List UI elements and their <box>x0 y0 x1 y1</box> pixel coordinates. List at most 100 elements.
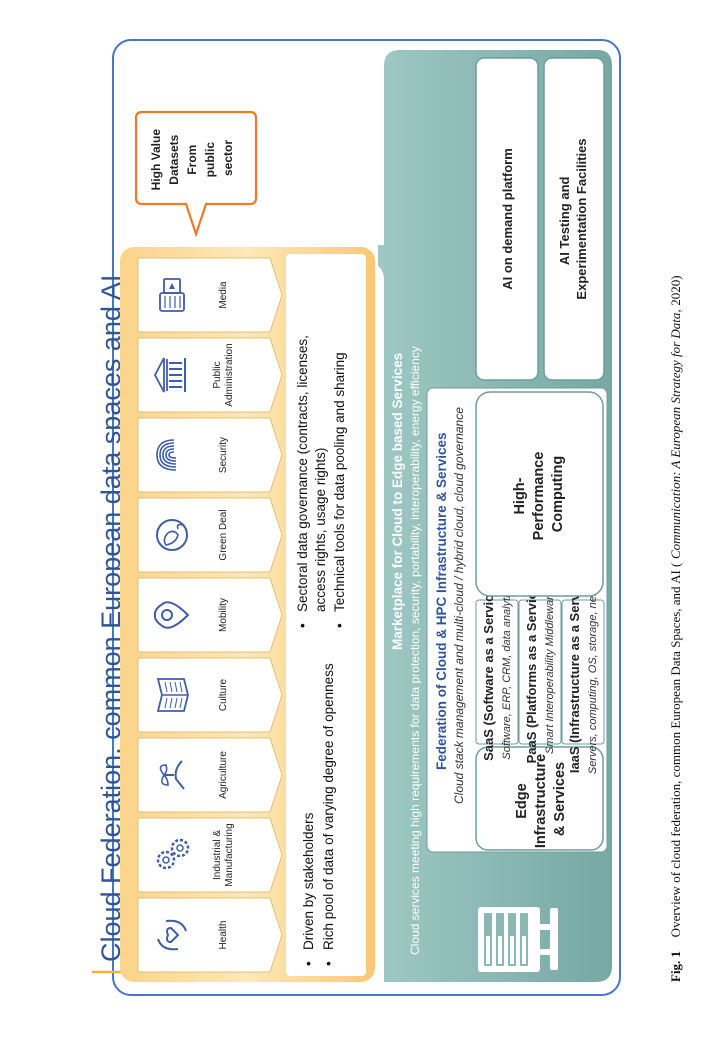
gears-icon <box>156 838 190 870</box>
hpc-line-2: Performance <box>531 452 547 541</box>
server-rack-icon <box>478 907 558 972</box>
sector-pentagon <box>137 417 283 493</box>
high-value-line-2: Datasets <box>167 134 181 184</box>
sector-label: Industrial &Manufacturing <box>212 823 235 886</box>
sector-label: Agriculture <box>218 751 229 799</box>
sector-label-line: Manufacturing <box>224 823 235 886</box>
paas-title: PaaS (Platforms as a Service) <box>524 581 539 764</box>
sector-pentagon <box>137 897 283 973</box>
sector-public-administration: PublicAdministration <box>137 337 283 413</box>
bullet-dot: • <box>301 961 316 966</box>
sector-pentagon <box>137 817 283 893</box>
government-building-icon <box>153 357 186 393</box>
edge-line-3: & Services <box>552 762 568 836</box>
high-value-line-5: sector <box>221 140 235 176</box>
sector-label-line: Mobility <box>218 598 229 632</box>
sector-label: Security <box>218 437 229 473</box>
sector-label-line: Security <box>218 437 229 473</box>
high-value-line-4: public <box>203 142 217 178</box>
bullet-left-1: Driven by stakeholders <box>301 812 316 950</box>
sector-media: Media <box>137 257 283 333</box>
high-value-line-3: From <box>185 145 199 175</box>
sector-label: Mobility <box>218 598 229 632</box>
caption-italic: Communication: A European Strategy for D… <box>668 309 683 559</box>
federation-subtitle: Cloud stack management and multi-cloud /… <box>452 407 466 804</box>
edge-line-1: Edge <box>514 783 530 818</box>
marketplace-title: Marketplace for Cloud to Edge based Serv… <box>390 353 405 650</box>
federation-title: Federation of Cloud & HPC Infrastructure… <box>434 432 449 770</box>
bullet-right-3: Technical tools for data pooling and sha… <box>332 352 347 612</box>
sector-label-line: Industrial & <box>212 830 223 880</box>
sector-label-line: Media <box>218 281 229 309</box>
ai-testing-line-2: Experimentation Facilities <box>574 138 589 299</box>
sector-label-line: Agriculture <box>218 751 229 799</box>
hpc-box <box>475 391 604 597</box>
sector-mobility: Mobility <box>137 577 283 653</box>
bullet-right-2: access rights, usage rights) <box>313 448 328 612</box>
bullet-dot: • <box>332 623 347 628</box>
iaas-title: IaaS (Infrastructure as a Service) <box>567 571 582 773</box>
sector-label-line: Health <box>218 921 229 950</box>
sector-pentagon <box>137 337 283 413</box>
high-value-callout: High Value Datasets From public sector <box>134 110 258 238</box>
fingerprint-icon <box>156 439 177 471</box>
sector-agriculture: Agriculture <box>137 737 283 813</box>
sector-pentagon <box>137 737 283 813</box>
ai-testing-box <box>543 57 605 381</box>
bullet-right-1: Sectoral data governance (contracts, lic… <box>295 335 310 612</box>
edge-line-2: Infrastructure <box>533 754 549 848</box>
saas-layer <box>475 599 519 745</box>
sector-label-line: Green Deal <box>218 509 229 560</box>
iaas-layer <box>561 599 605 745</box>
location-pin-icon <box>153 601 190 629</box>
sector-pentagon <box>137 257 283 333</box>
hpc-line-1: High- <box>512 477 528 514</box>
sector-pentagon <box>137 577 283 653</box>
sector-label-line: Culture <box>218 678 229 711</box>
hpc-line-3: Computing <box>550 456 566 533</box>
svg-text:AI Testing and Experimenta: AI Testing and Experimentation Facilitie… <box>557 138 589 299</box>
marketplace-subtitle: Cloud services meeting high requirements… <box>408 346 422 955</box>
svg-text:High Value Datasets: High Value Datasets From public sector <box>149 126 235 191</box>
sector-industrial-manufacturing: Industrial &Manufacturing <box>137 817 283 893</box>
globe-icon <box>156 519 188 551</box>
sector-label-line: Public <box>212 361 223 388</box>
svg-text:• Driven by stakeholders: • Driven by stakeholders • Rich pool of … <box>295 331 347 966</box>
sector-green-deal: Green Deal <box>137 497 283 573</box>
sector-security: Security <box>137 417 283 493</box>
bullet-dot: • <box>321 961 336 966</box>
edge-box <box>475 746 604 851</box>
media-icon <box>159 278 185 312</box>
sector-pentagon <box>137 497 283 573</box>
saas-sub: Software, ERP, CRM, data analytics <box>501 584 513 760</box>
sector-label: PublicAdministration <box>212 343 235 406</box>
sector-label: Culture <box>218 678 229 711</box>
sector-pentagon <box>137 657 283 733</box>
high-value-line-1: High Value <box>149 129 163 191</box>
sector-label: Media <box>218 281 229 309</box>
svg-text:Edge Infrastructure &: Edge Infrastructure & Services <box>514 750 568 848</box>
ai-platform-box <box>475 57 539 381</box>
hand-sprout-icon <box>159 760 185 790</box>
saas-title: SaaS (Software as a Service) <box>481 583 496 761</box>
caption-label: Fig. 1 <box>668 951 683 982</box>
caption-end: 2020) <box>668 275 683 305</box>
sector-label: Green Deal <box>218 509 229 560</box>
svg-text:Fig. 1 Overview of cloud f: Fig. 1 Overview of cloud federation, com… <box>668 275 683 982</box>
iaas-sub: Servers, computing, OS, storage, network <box>587 569 599 774</box>
governance-box <box>286 254 366 976</box>
paas-sub: Smart Interoperability Middleware <box>544 590 556 754</box>
caption-text: Overview of cloud federation, common Eur… <box>668 563 683 938</box>
hands-heart-icon <box>157 919 187 951</box>
sector-label-line: Administration <box>224 343 235 406</box>
bullet-dot: • <box>295 623 310 628</box>
paas-layer <box>518 599 562 745</box>
ai-testing-line-1: AI Testing and <box>557 176 572 265</box>
bullet-left-2: Rich pool of data of varying degree of o… <box>321 663 336 950</box>
sector-row: Health Industrial &Manufacturing Agricultu… <box>137 257 283 973</box>
sector-culture: Culture <box>137 657 283 733</box>
book-icon <box>156 678 189 712</box>
ai-platform-label: AI on demand platform <box>500 148 515 290</box>
